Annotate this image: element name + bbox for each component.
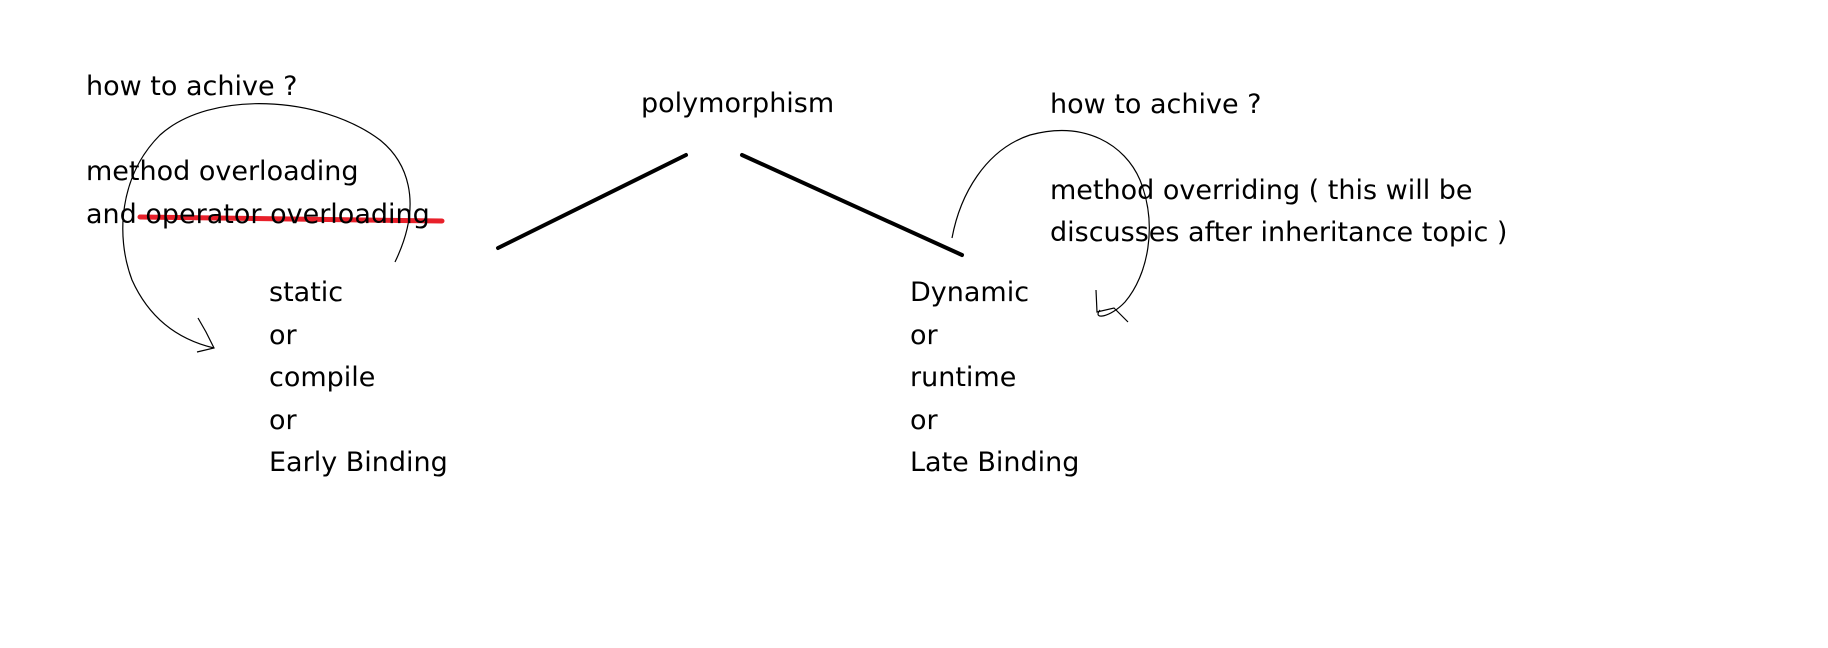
strike-line xyxy=(137,214,445,224)
dynamic-node-line-2: or xyxy=(910,320,938,351)
left-note-answer-line1: method overloading xyxy=(86,156,359,187)
dynamic-node-line-1: Dynamic xyxy=(910,277,1030,308)
left-note-struck-operator-overloading: operator overloading xyxy=(145,199,430,230)
right-arrowhead xyxy=(1095,289,1129,323)
right-curved-arrow xyxy=(951,130,1150,317)
edge-root-to-dynamic xyxy=(740,153,964,257)
edge-root-to-static xyxy=(496,153,688,250)
right-note-answer-line2: discusses after inheritance topic ) xyxy=(1050,217,1508,248)
dynamic-node-line-4: or xyxy=(910,405,938,436)
left-arrowhead xyxy=(196,317,215,353)
static-node-line-1: static xyxy=(269,277,344,308)
root-node-polymorphism: polymorphism xyxy=(641,88,835,119)
static-node-line-2: or xyxy=(269,320,297,351)
dynamic-node-line-3: runtime xyxy=(910,362,1017,393)
left-curved-arrow xyxy=(122,103,411,349)
static-node-line-3: compile xyxy=(269,362,376,393)
right-note-answer-line1: method overriding ( this will be xyxy=(1050,175,1473,206)
static-node-line-4: or xyxy=(269,405,297,436)
left-note-question: how to achive ? xyxy=(86,71,298,102)
dynamic-node-line-5: Late Binding xyxy=(910,447,1080,478)
left-note-answer-line2: and operator overloading xyxy=(86,194,430,236)
static-node-line-5: Early Binding xyxy=(269,447,448,478)
left-note-and: and xyxy=(86,199,137,230)
right-note-question: how to achive ? xyxy=(1050,89,1262,120)
